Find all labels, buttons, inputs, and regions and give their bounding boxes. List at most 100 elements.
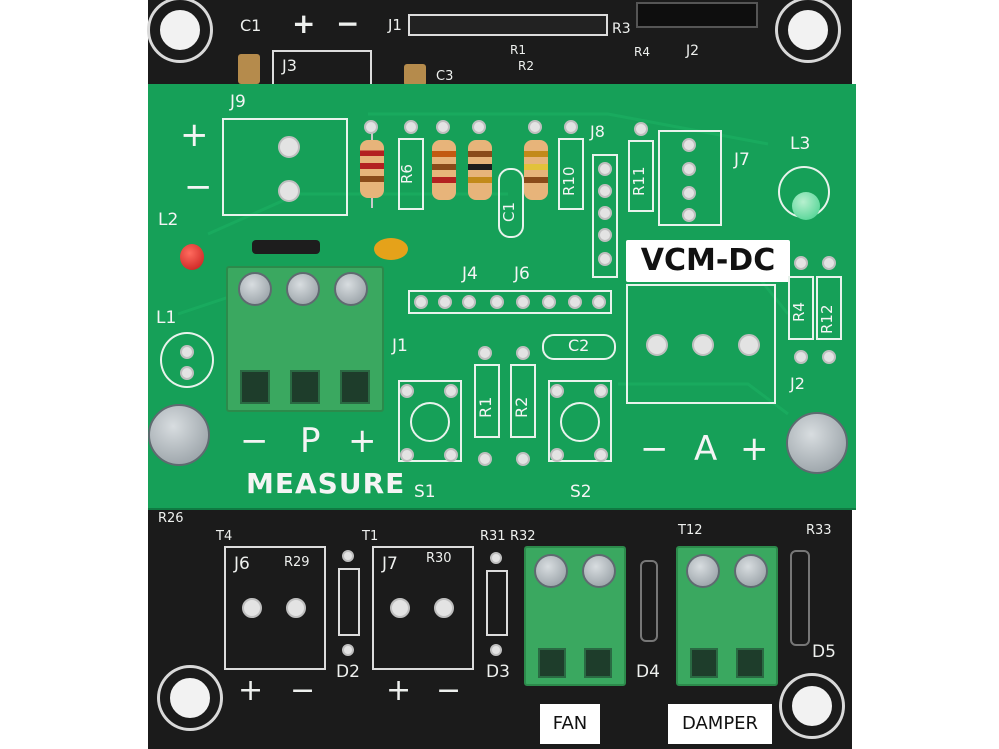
j7-pin-2	[682, 162, 696, 176]
c2-label: C2	[568, 336, 590, 355]
terminal-damper-slot-1	[690, 648, 718, 678]
t4-label: T4	[216, 529, 233, 544]
c2-outline	[542, 334, 616, 360]
r4-pad-top	[794, 256, 808, 270]
t1-label: T1	[362, 529, 379, 544]
resistor-4-pad	[528, 120, 542, 134]
r12-label: R12	[818, 304, 836, 334]
l1-pin-1	[180, 345, 194, 359]
t12-label: T12	[678, 523, 703, 538]
j8-pin-5	[598, 252, 612, 266]
led-l2-red	[180, 244, 204, 270]
minus-j6-label: −	[290, 673, 316, 708]
resistor-2	[432, 140, 456, 200]
j4-label: J4	[462, 264, 478, 284]
terminal-j1-slot-1	[240, 370, 270, 404]
j2-label-lower: J2	[686, 43, 700, 59]
d2-pad-top	[342, 550, 354, 562]
terminal-damper-slot-2	[736, 648, 764, 678]
j2-pin-2	[692, 334, 714, 356]
j6-lower-pin-1	[242, 598, 262, 618]
j6-lower-pin-2	[286, 598, 306, 618]
minus-left-label: −	[184, 167, 213, 207]
plus-left-label: +	[180, 115, 209, 155]
s2-label: S2	[570, 482, 592, 502]
minus-a-label: −	[640, 429, 669, 469]
r26-label: R26	[158, 511, 184, 526]
r1-outline	[474, 364, 500, 438]
l2-label: L2	[158, 210, 179, 230]
diode-d1	[252, 240, 320, 254]
j2-pin-3	[738, 334, 760, 356]
r1-label-lower: R1	[510, 43, 526, 57]
r2-label: R2	[512, 396, 531, 418]
l1-label: L1	[156, 308, 177, 328]
j1-label: J1	[392, 336, 408, 356]
j6-lower-label: J6	[234, 554, 250, 574]
terminal-j1-slot-3	[340, 370, 370, 404]
r2-pad-top	[516, 346, 530, 360]
header-top-right	[636, 2, 758, 28]
plus-top-label: +	[292, 7, 316, 40]
switch-s2[interactable]	[560, 402, 600, 442]
s2-pad-4	[594, 448, 608, 462]
switch-s1[interactable]	[410, 402, 450, 442]
mounting-hole-top-left	[150, 0, 210, 60]
terminal-j1-screw-2	[286, 272, 320, 306]
standoff-screw-left	[148, 404, 210, 466]
j7-outline	[658, 130, 722, 226]
capacitor-c1-lower	[238, 54, 260, 84]
header-pin-4	[490, 295, 504, 309]
r12-pad-top	[822, 256, 836, 270]
switch-s1-outline	[398, 380, 462, 462]
j9-pin-2	[278, 180, 300, 202]
resistor-3-pad	[472, 120, 486, 134]
l1-outline	[160, 332, 214, 388]
header-pin-6	[542, 295, 556, 309]
s1-label: S1	[414, 482, 436, 502]
s1-pad-3	[400, 448, 414, 462]
plus-p-label: +	[348, 421, 377, 461]
r4-outline	[788, 276, 814, 340]
r2-pad-bottom	[516, 452, 530, 466]
s2-pad-3	[550, 448, 564, 462]
capacitor-c3-lower	[404, 64, 426, 86]
s1-pad-2	[444, 384, 458, 398]
header-pin-1	[414, 295, 428, 309]
diode-d5	[790, 550, 810, 646]
mounting-hole-bottom-left	[160, 668, 220, 728]
resistor-3	[468, 140, 492, 200]
d4-label: D4	[636, 662, 660, 682]
r11-outline	[628, 140, 654, 212]
j7-pin-4	[682, 208, 696, 222]
j7-lower-pin-2	[434, 598, 454, 618]
r6-outline	[398, 138, 424, 210]
mounting-hole-top-right	[778, 0, 838, 60]
p-label: P	[300, 421, 321, 461]
j8-pin-1	[598, 162, 612, 176]
d3-outline	[486, 570, 508, 636]
resistor-4	[524, 140, 548, 200]
c1-outline	[498, 168, 524, 238]
a-label: A	[694, 429, 718, 469]
j3-label-lower: J3	[282, 56, 297, 75]
mounting-hole-bottom-right	[782, 676, 842, 736]
j7-lower-pin-1	[390, 598, 410, 618]
r32-label: R32	[510, 529, 536, 544]
j8-pin-2	[598, 184, 612, 198]
j2-outline	[626, 284, 776, 404]
r12-pad-bottom	[822, 350, 836, 364]
d3-label: D3	[486, 662, 510, 682]
header-pin-7	[568, 295, 582, 309]
r33-label: R33	[806, 523, 832, 538]
fan-label: FAN	[540, 704, 600, 744]
terminal-fan-slot-1	[538, 648, 566, 678]
j9-label: J9	[230, 92, 246, 112]
terminal-fan-screw-2	[582, 554, 616, 588]
s1-pad-4	[444, 448, 458, 462]
j7-pin-3	[682, 186, 696, 200]
c1-label: C1	[500, 201, 518, 222]
r10-label: R10	[560, 166, 578, 196]
resistor-1-pad	[364, 120, 378, 134]
plus-a-label: +	[740, 429, 769, 469]
